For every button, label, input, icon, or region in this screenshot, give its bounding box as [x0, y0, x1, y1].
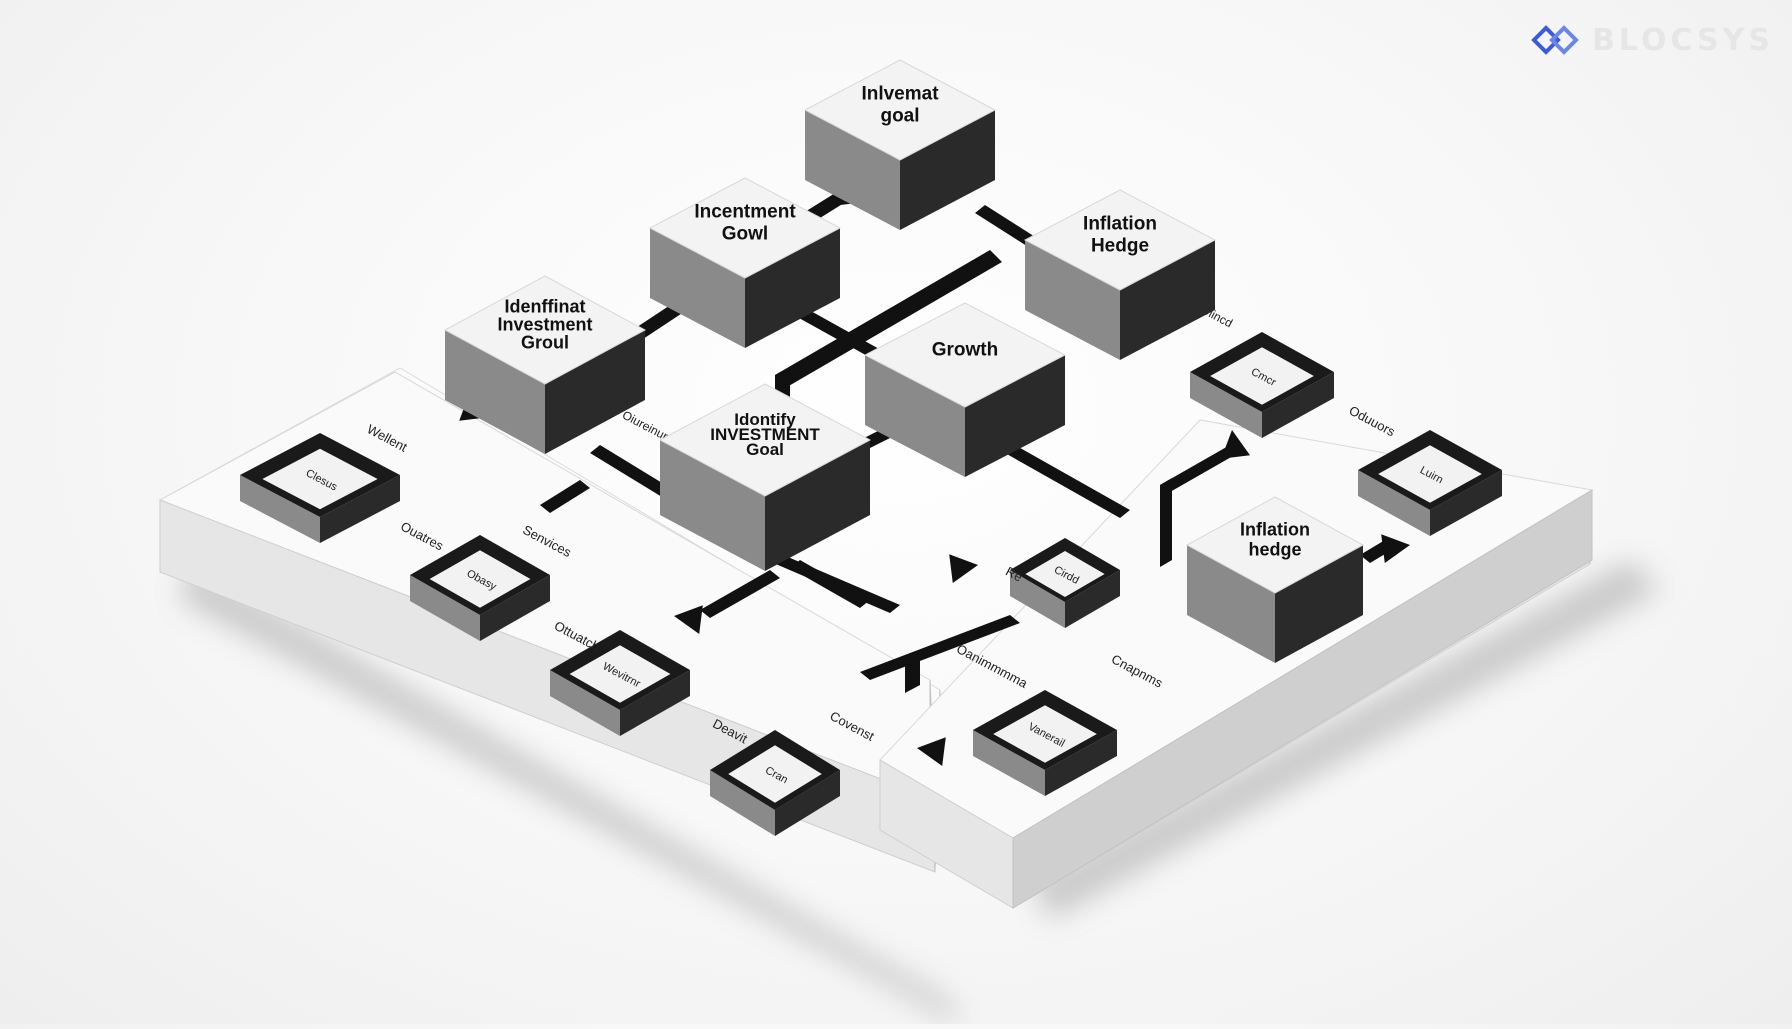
- box-identify-goal-label-1: Idontify: [734, 410, 796, 429]
- box-growth: Growth: [863, 302, 1067, 477]
- box-inflation-hedge-right-label-2: hedge: [1248, 539, 1301, 559]
- box-identify-goal-label-3: Goal: [746, 440, 784, 459]
- box-identifinat-label-1: Idenffinat: [505, 296, 586, 316]
- arrow-head: [949, 554, 978, 583]
- connector-left-dash: [540, 480, 590, 513]
- box-top-goal-label-2: goal: [880, 106, 919, 127]
- connector-right-top: [1160, 445, 1240, 492]
- right-slot-4: Vanerail: [973, 690, 1117, 796]
- ground-shadows: [180, 560, 1660, 1024]
- box-inflation-hedge-top-label-2: Hedge: [1091, 236, 1149, 257]
- box-identifinat-label-2: Investment: [497, 314, 592, 334]
- left-slot-4: Cran: [710, 730, 840, 836]
- arrow-head: [674, 605, 703, 634]
- arrow-head: [1221, 430, 1250, 459]
- connector-top-to-inflation: [975, 205, 1040, 248]
- connector-center-drop-2: [905, 652, 920, 693]
- right-tag-re: Re: [1003, 564, 1025, 585]
- arrow-head: [917, 737, 946, 766]
- box-identify-goal-label-2: INVESTMENT: [710, 425, 820, 444]
- brand-name: BLOCSYS: [1592, 22, 1774, 58]
- right-slot-3: Cirdd: [1010, 538, 1120, 628]
- connector-center-diagonal: [775, 250, 1002, 387]
- connector-identify-to-left: [700, 570, 780, 618]
- right-slot-2: Luirn: [1358, 430, 1502, 536]
- brand-logo: BLOCSYS: [1530, 20, 1774, 60]
- box-incentment-gowl-label-1: Incentment: [694, 202, 796, 223]
- connector-incentment-to-growth: [790, 305, 890, 363]
- blocsys-diamond-logo-icon: [1531, 25, 1579, 55]
- connector-right-riser: [1160, 478, 1172, 567]
- left-slot-2: Obasy: [410, 535, 550, 641]
- box-incentment-gowl-label-2: Gowl: [722, 224, 768, 245]
- arrow-head: [1381, 534, 1410, 563]
- box-top-goal-label-1: Inlvemat: [861, 84, 939, 105]
- box-growth-label-1: Growth: [932, 340, 999, 361]
- right-tag-oduuors: Oduuors: [1347, 403, 1399, 440]
- left-slot-1: Clesus: [240, 433, 400, 543]
- connector-center-to-right-base: [860, 615, 1020, 680]
- box-identifinat-label-3: Groul: [521, 332, 569, 352]
- right-slot-1: Cmcr: [1190, 332, 1334, 438]
- box-inflation-hedge-right-label-1: Inflation: [1240, 519, 1310, 539]
- connector-identify-lower: [790, 560, 870, 608]
- box-inflation-hedge-top-label-1: Inflation: [1083, 214, 1157, 235]
- connector-growth-to-inflation: [1005, 445, 1130, 518]
- left-slot-3: Wevitrnr: [550, 630, 690, 736]
